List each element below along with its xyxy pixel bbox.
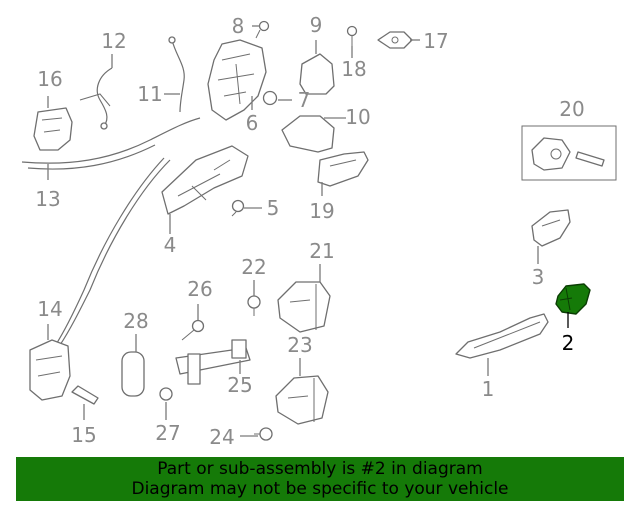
label-2: 2 xyxy=(562,331,575,355)
label-17: 17 xyxy=(423,29,448,53)
label-4: 4 xyxy=(164,233,177,257)
part-18 xyxy=(346,25,358,46)
label-6: 6 xyxy=(246,111,259,135)
label-12: 12 xyxy=(101,29,126,53)
parts-diagram: 1 2 3 4 5 6 7 8 9 10 11 12 13 14 15 16 1… xyxy=(21,13,617,449)
part-6 xyxy=(207,39,267,121)
part-11 xyxy=(168,36,185,113)
label-9: 9 xyxy=(310,13,323,37)
part-15 xyxy=(71,385,99,405)
label-21: 21 xyxy=(309,239,334,263)
cable-14 xyxy=(59,159,171,346)
label-3: 3 xyxy=(532,265,545,289)
cable-13-parallel xyxy=(27,144,156,170)
part-17 xyxy=(377,31,413,49)
part-19 xyxy=(317,151,369,187)
part-22 xyxy=(247,295,261,316)
label-28: 28 xyxy=(123,309,148,333)
part-8 xyxy=(255,20,270,39)
label-7: 7 xyxy=(298,88,311,112)
part-14 xyxy=(29,339,71,401)
banner-line-1: Part or sub-assembly is #2 in diagram xyxy=(157,459,483,479)
part-28 xyxy=(121,351,145,397)
label-24: 24 xyxy=(209,425,234,449)
part-21 xyxy=(277,281,331,333)
label-20: 20 xyxy=(559,97,584,121)
part-9 xyxy=(299,53,335,95)
part-1 xyxy=(455,313,549,359)
label-19: 19 xyxy=(309,199,334,223)
label-16: 16 xyxy=(37,67,62,91)
cable-14-parallel xyxy=(54,157,165,347)
label-13: 13 xyxy=(35,187,60,211)
label-23: 23 xyxy=(287,333,312,357)
label-26: 26 xyxy=(187,277,212,301)
part-26 xyxy=(181,319,205,341)
part-12 xyxy=(79,67,113,130)
part-16 xyxy=(33,107,73,151)
part-10 xyxy=(281,115,335,153)
part-5 xyxy=(231,199,245,217)
info-banner: Part or sub-assembly is #2 in diagram Di… xyxy=(16,457,624,501)
banner-line-2: Diagram may not be specific to your vehi… xyxy=(131,479,509,499)
part-7 xyxy=(262,90,278,106)
label-1: 1 xyxy=(482,377,495,401)
label-8: 8 xyxy=(232,14,245,38)
part-25 xyxy=(175,339,251,385)
label-10: 10 xyxy=(345,105,370,129)
leader-lines xyxy=(47,25,569,437)
label-5: 5 xyxy=(267,196,280,220)
label-15: 15 xyxy=(71,423,96,447)
part-27 xyxy=(159,387,173,401)
part-20 xyxy=(521,125,617,181)
cable-13 xyxy=(21,117,201,164)
label-11: 11 xyxy=(137,82,162,106)
label-27: 27 xyxy=(155,421,180,445)
part-3 xyxy=(531,209,571,247)
label-25: 25 xyxy=(227,373,252,397)
label-18: 18 xyxy=(341,57,366,81)
part-23 xyxy=(275,375,329,425)
part-2-highlighted xyxy=(555,283,591,315)
label-22: 22 xyxy=(241,255,266,279)
label-14: 14 xyxy=(37,297,62,321)
part-24 xyxy=(254,427,273,441)
part-4 xyxy=(161,145,249,215)
